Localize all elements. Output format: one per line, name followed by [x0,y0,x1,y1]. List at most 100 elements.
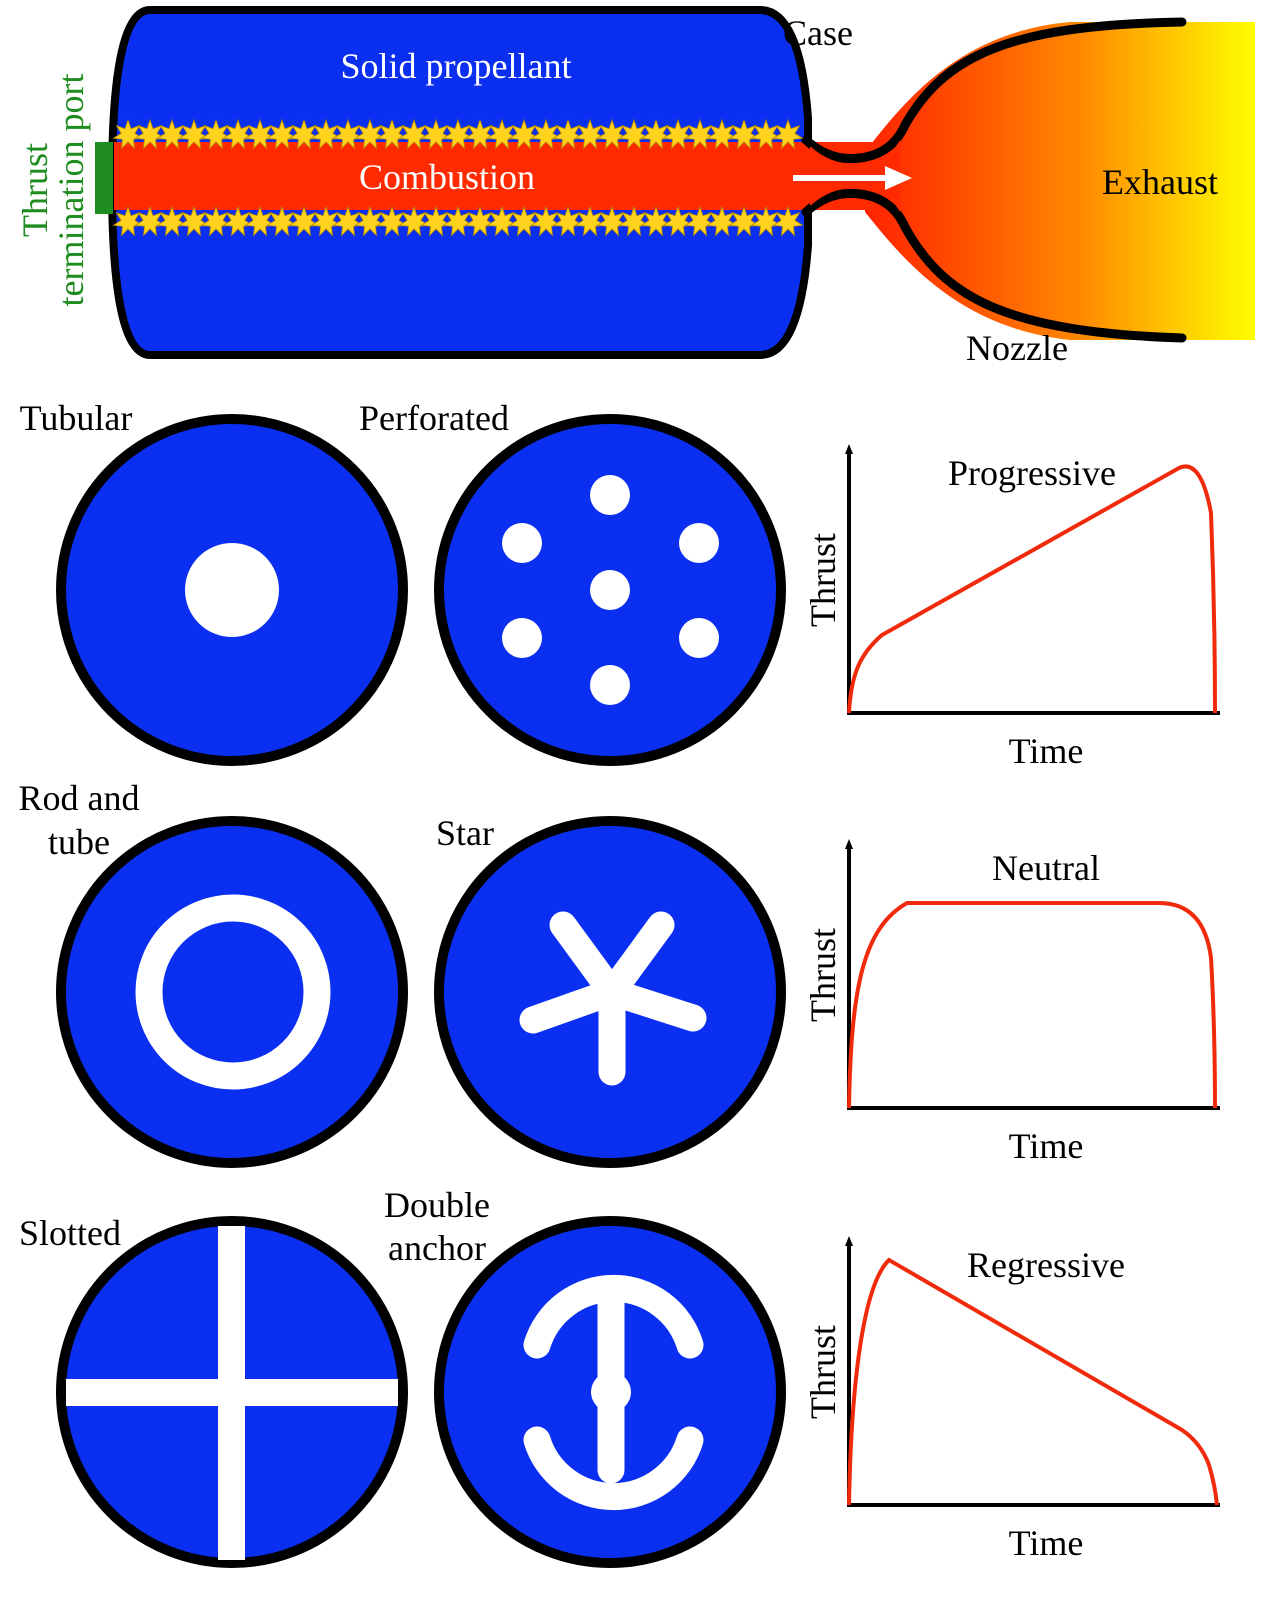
grain-rod-tube-disk [56,816,408,1168]
flame-point [354,205,386,237]
flame-point [552,118,584,150]
port-label: Thrust termination port [15,74,91,307]
flame-point [596,118,628,150]
perforation-hole [679,618,719,658]
flame-point [684,118,716,150]
flame-point [618,205,650,237]
flame-point [662,205,694,237]
nozzle-upper-wall [801,17,1187,164]
flame-point [596,205,628,237]
profile-xlabel: Time [1009,731,1084,771]
flame-point [200,118,232,150]
flame-point [354,118,386,150]
flame-point [464,118,496,150]
grain-slot-horizontal [66,1379,398,1406]
perforation-hole [590,570,630,610]
profile-title: Neutral [992,848,1100,888]
flame-point [728,118,760,150]
grain-rod-tube-label-line2: tube [48,822,110,862]
grain-tubular-label: Tubular [20,398,133,438]
flame-point [530,118,562,150]
flow-arrow [793,166,912,190]
perforation-hole [502,618,542,658]
flame-point [266,205,298,237]
flame-point [222,205,254,237]
flame-point [508,118,540,150]
flame-point [574,118,606,150]
grain-double-anchor: Double anchor [384,1185,786,1568]
flame-point [662,118,694,150]
nozzle-lower-wall [801,188,1187,343]
flame-point [640,118,672,150]
flame-point [134,205,166,237]
grain-slotted: Slotted [19,1213,408,1568]
flame-point [640,205,672,237]
case-label: Case [783,13,853,53]
flame-point [772,205,804,237]
flame-point [420,205,452,237]
flame-point [178,118,210,150]
thrust-curve [847,464,1217,714]
flame-point [618,118,650,150]
grain-double-anchor-label-line1: Double [384,1185,490,1225]
grain-perforated-label: Perforated [359,398,509,438]
grain-rod-tube-label-line1: Rod and [19,778,140,818]
flame-point [244,205,276,237]
exhaust-label: Exhaust [1102,162,1218,202]
flame-point [772,118,804,150]
grain-perforated: Perforated [359,398,786,766]
flame-point [398,118,430,150]
thrust-termination-port [95,142,113,214]
nozzle-label: Nozzle [966,328,1068,368]
grain-rod-tube-gap [135,894,331,1090]
thrust-curve [847,901,1217,1109]
flame-row-top [112,118,804,150]
flame-point [266,118,298,150]
flame-point [530,205,562,237]
flame-point [288,118,320,150]
flame-point [574,205,606,237]
flame-row-bottom [112,205,804,237]
flame-point [376,118,408,150]
flame-point [112,118,144,150]
grain-double-anchor-label-line2: anchor [388,1228,486,1268]
grain-tubular-bore [185,543,279,637]
grain-rod-and-tube: Rod and tube [19,778,408,1168]
perforation-hole [590,475,630,515]
flame-point [684,205,716,237]
flame-point [288,205,320,237]
flame-point [750,118,782,150]
combustion-label: Combustion [359,157,535,197]
flame-point [750,205,782,237]
flame-point [156,205,188,237]
exhaust-plume [865,22,1255,340]
perforation-hole [590,665,630,705]
flame-point [442,205,474,237]
grain-star-bore [519,911,707,1086]
port-label-line2: termination port [51,74,91,307]
flame-point [222,118,254,150]
flame-point [442,118,474,150]
profile-ylabel: Thrust [803,928,843,1022]
grain-slotted-label: Slotted [19,1213,121,1253]
flame-point [200,205,232,237]
perforation-hole [679,523,719,563]
flame-point [178,205,210,237]
flame-point [728,205,760,237]
profile-title: Regressive [967,1245,1125,1285]
flame-point [706,205,738,237]
profile-title: Progressive [948,453,1116,493]
flame-point [552,205,584,237]
flame-point [486,118,518,150]
flame-point [332,205,364,237]
flame-point [156,118,188,150]
combustion-channel [114,142,874,210]
profile-xlabel: Time [1009,1523,1084,1563]
flame-point [420,118,452,150]
flame-point [398,205,430,237]
flame-point [464,205,496,237]
thrust-profiles: ProgressiveTimeThrustNeutralTimeThrustRe… [803,444,1220,1563]
